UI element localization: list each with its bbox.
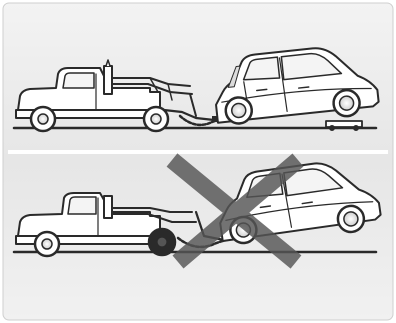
- figure-frame: [3, 3, 393, 320]
